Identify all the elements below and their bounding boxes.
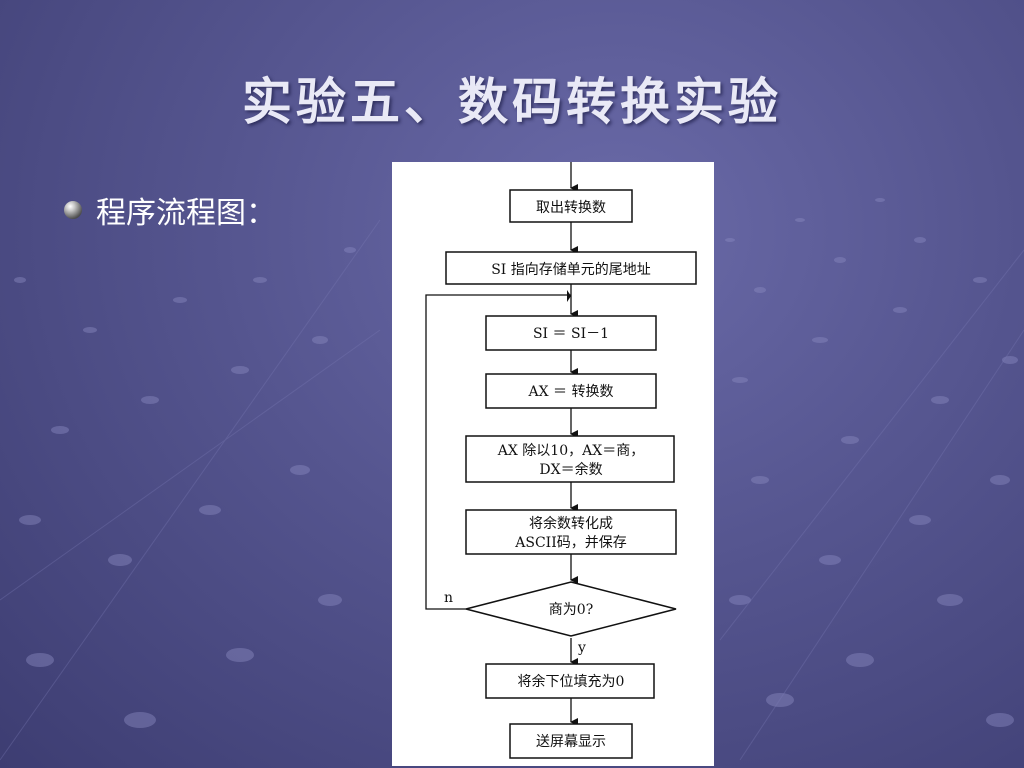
node-fetch-number [509,189,633,223]
edge-loop-no [425,294,571,610]
node-text: DX＝余数 [539,461,602,478]
node-text: 将余下位填充为0 [518,673,625,690]
node-text: SI ＝ SI－1 [533,326,609,342]
node-text: 将余数转化成 [529,515,613,532]
node-text: ASCII码，并保存 [514,535,626,551]
decision-text: 商为0? [549,602,593,618]
node-si-decrement [485,315,657,351]
decision-quotient-zero [465,581,677,637]
flowchart-panel: 取出转换数 SI 指向存储单元的尾地址 SI ＝ SI－1 AX ＝ 转换数 A… [392,162,714,766]
flowchart-diagram: 取出转换数 SI 指向存储单元的尾地址 SI ＝ SI－1 AX ＝ 转换数 A… [425,162,697,759]
node-text: 取出转换数 [536,199,606,216]
node-text: 送屏幕显示 [536,734,606,750]
edge-label-no: n [444,590,453,606]
node-ax-assign [485,373,657,409]
node-to-ascii [465,509,677,555]
node-display [509,723,633,759]
node-divide [465,435,675,483]
loop-arrowhead [567,290,571,302]
slide-title: 实验五、数码转换实验 [242,72,782,131]
bullet-item: 程序流程图： [64,188,276,232]
bullet-sphere-icon [64,201,82,219]
node-si-tail-address [445,251,697,285]
node-text: AX 除以10，AX＝商， [497,443,644,459]
bullet-text: 程序流程图： [96,196,276,231]
node-fill-zero [485,663,655,699]
node-text: AX ＝ 转换数 [528,383,614,400]
node-text: SI 指向存储单元的尾地址 [491,262,651,278]
edge-label-yes: y [577,640,586,656]
